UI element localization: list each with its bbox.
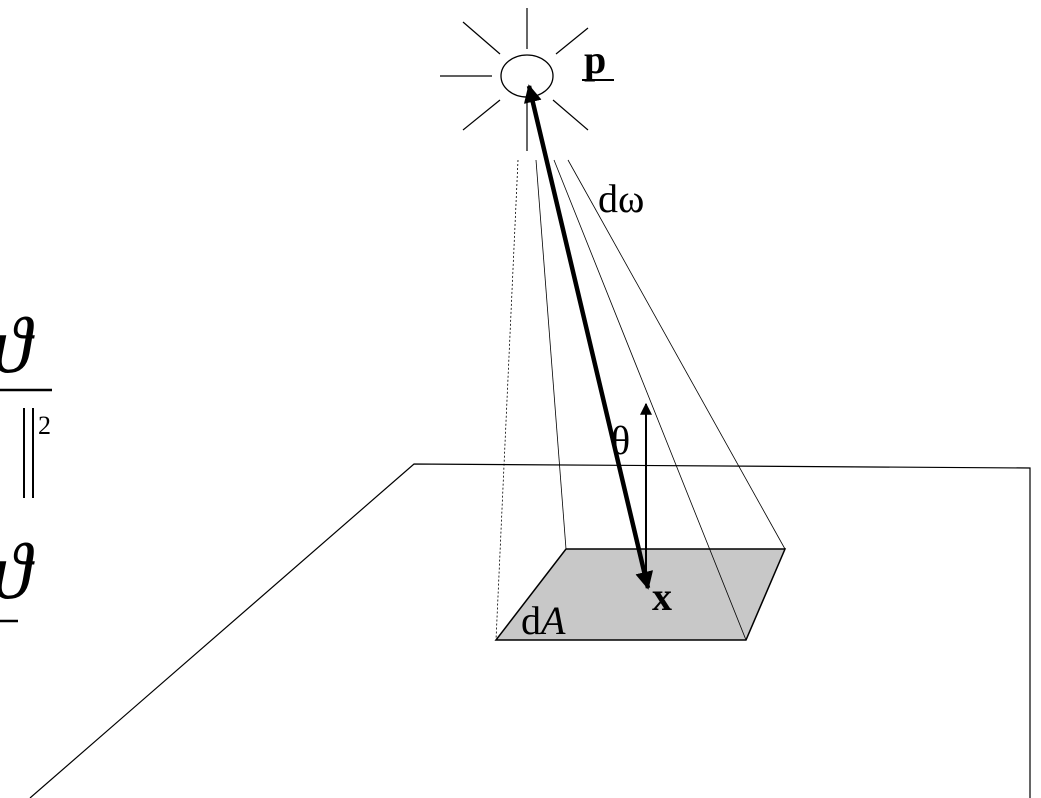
equation-exponent: 2 — [38, 411, 51, 440]
equation-theta-top: ϑ — [0, 302, 35, 390]
label-theta: θ — [611, 418, 630, 463]
label-d-omega: dω — [598, 176, 644, 221]
ray-up-left — [462, 21, 501, 55]
ray-up-right — [555, 27, 589, 55]
label-dA-A: A — [538, 598, 566, 643]
ray-down-right — [552, 99, 589, 131]
equation-theta-bottom: ϑ — [0, 528, 35, 616]
label-dA: dA — [521, 598, 566, 643]
ray-down-left — [462, 99, 501, 131]
light-source-circle — [500, 54, 554, 98]
label-x: x — [652, 574, 672, 619]
label-dA-d: d — [521, 598, 541, 643]
distance-arrow — [523, 84, 654, 590]
light-source-icon — [440, 8, 589, 151]
equation-fragment: ϑ 2 ϑ — [0, 302, 52, 623]
label-p: p — [584, 37, 606, 82]
cone-edge-front-left — [495, 159, 519, 641]
ground-plane — [29, 463, 1031, 798]
